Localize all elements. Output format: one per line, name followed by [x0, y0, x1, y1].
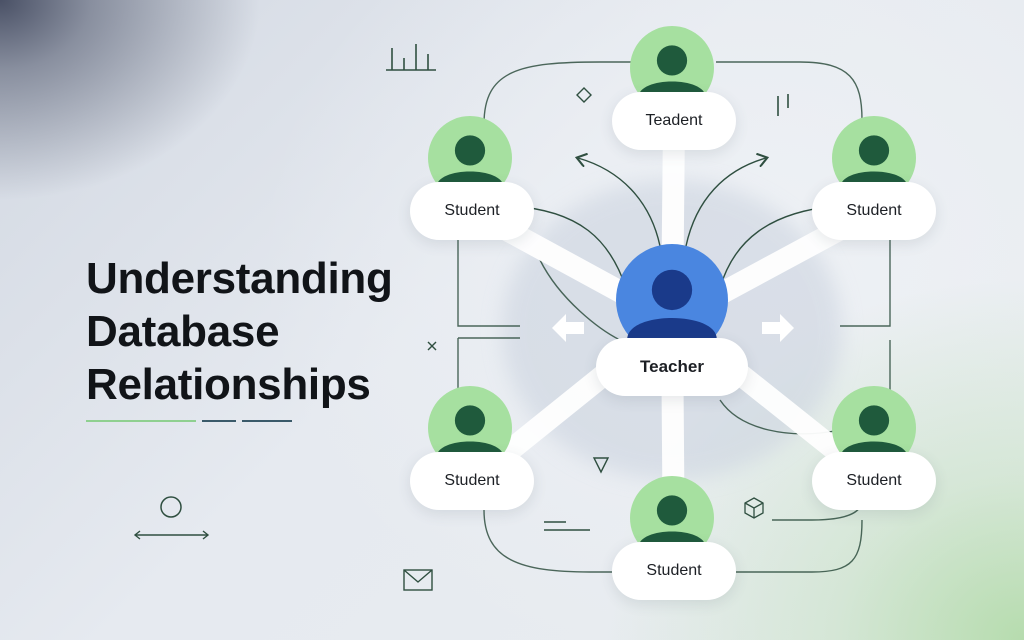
node-label-bottom: Student: [612, 542, 736, 600]
node-bottom-person-head: [656, 495, 688, 526]
node-upper-right-person-head: [858, 135, 890, 166]
node-upper-left-person-head: [454, 135, 486, 166]
envelope-icon: [403, 569, 433, 591]
node-label-top: Teadent: [612, 92, 736, 150]
person-icon: [616, 244, 728, 356]
title-line-3: Relationships: [86, 360, 371, 409]
x-icon: [427, 341, 437, 351]
pause-icon: [777, 94, 789, 116]
node-label-upper-left: Student: [410, 182, 534, 240]
triangle-down-icon: [592, 457, 610, 474]
hub-person-body: [627, 318, 717, 340]
title-line-2: Database: [86, 307, 280, 356]
diamond-icon: [576, 87, 592, 103]
node-top-person-head: [656, 45, 688, 76]
left-arrow-icon: [552, 314, 584, 342]
node-lower-right-person-head: [858, 405, 890, 436]
cube-icon: [744, 497, 764, 519]
title-line-1: Understanding: [86, 254, 393, 303]
bar-chart-icon: [386, 44, 436, 71]
person-icon: [832, 116, 916, 200]
right-arrow-icon: [762, 314, 794, 342]
dash-lines-icon: [544, 521, 590, 531]
hub-label: Teacher: [596, 338, 748, 396]
node-lower-left-person-head: [454, 405, 486, 436]
node-label-lower-right: Student: [812, 452, 936, 510]
hub-person-head: [651, 269, 693, 311]
node-label-lower-left: Student: [410, 452, 534, 510]
frame-lines: [457, 61, 891, 573]
node-label-upper-right: Student: [812, 182, 936, 240]
arrow-left-right-icon: [133, 530, 210, 540]
page-title: Understanding Database Relationships: [86, 252, 393, 411]
circle-icon: [160, 496, 182, 518]
